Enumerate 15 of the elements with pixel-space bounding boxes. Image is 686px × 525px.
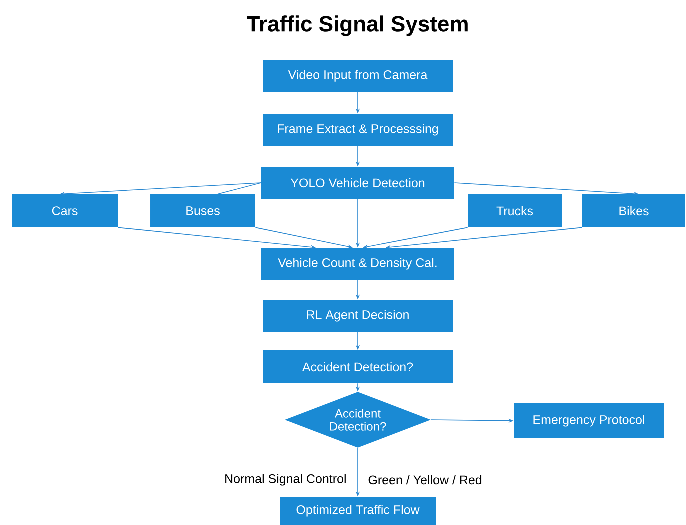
process-box: Frame Extract & Processsing — [263, 114, 453, 146]
process-box: YOLO Vehicle Detection — [262, 167, 454, 199]
process-box: Optimized Traffic Flow — [280, 496, 436, 525]
process-box: Video Input from Camera — [263, 60, 453, 92]
process-box: Vehicle Count & Density Cal. — [262, 248, 454, 280]
process-box: Emergency Protocol — [514, 403, 664, 438]
process-box: Accident Detection? — [263, 350, 453, 384]
signal-label: Normal Signal Control — [226, 474, 346, 486]
process-box: Trucks — [468, 194, 562, 228]
process-box: Buses — [150, 194, 256, 228]
signal-label: Green / Yellow / Red — [368, 475, 482, 485]
process-box: RL Agent Decision — [263, 300, 453, 332]
process-box: Cars — [12, 194, 118, 228]
process-box: Bikes — [582, 194, 686, 228]
title: Traffic Signal System — [247, 16, 468, 36]
